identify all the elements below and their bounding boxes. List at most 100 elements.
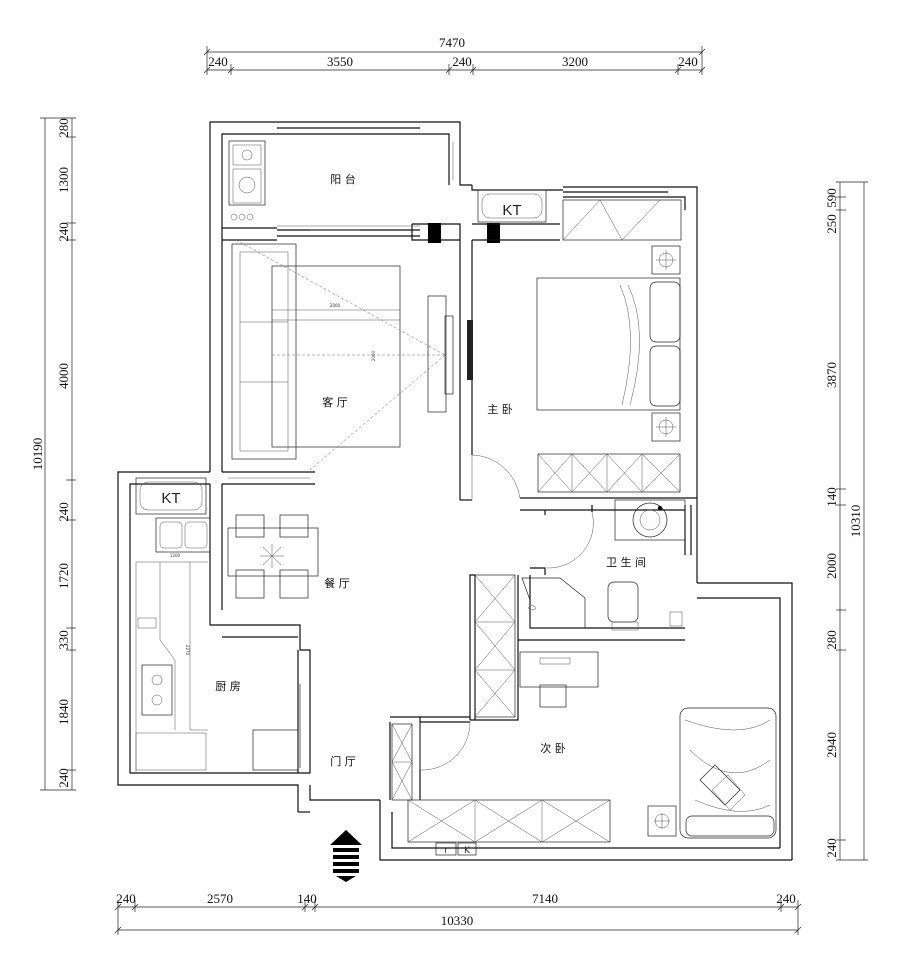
dining-area: 餐 厅 — [227, 514, 350, 599]
fridge — [252, 729, 299, 771]
fridge-r-label: r — [444, 846, 448, 856]
kitchen: KT 1200 2270 厨 房 — [135, 477, 301, 773]
right-total-dim: 10310 — [848, 505, 863, 538]
left-dim: 1720 — [56, 563, 71, 589]
pillow — [685, 815, 775, 837]
nightstand — [651, 245, 681, 275]
nightstand — [651, 412, 681, 442]
bed — [536, 277, 681, 411]
bottom-dim: 240 — [776, 891, 796, 906]
dining-table — [227, 527, 319, 577]
ac-unit — [135, 477, 207, 515]
second-bedroom: r K 次 卧 — [407, 574, 777, 856]
master-bedroom: KT 主 卧 — [467, 189, 682, 500]
left-dim: 4000 — [56, 363, 71, 389]
room-label-master: 主 卧 — [487, 403, 513, 416]
right-dim: 2940 — [824, 732, 839, 758]
tv — [444, 315, 454, 395]
room-label-kitchen: 厨 房 — [215, 680, 241, 693]
centerpiece — [260, 544, 284, 568]
right-dimensions: 590 250 3870 140 2000 280 2940 240 10310 — [824, 181, 868, 861]
rug-width-label: 2000 — [330, 303, 341, 308]
room-label-second: 次 卧 — [540, 741, 566, 755]
rug-height-label: 2000 — [371, 350, 376, 361]
room-label-dining: 餐 厅 — [324, 576, 350, 590]
chair — [235, 514, 265, 538]
shower — [521, 577, 586, 629]
right-dim: 240 — [824, 838, 839, 858]
right-dim: 3870 — [824, 362, 839, 388]
bottom-total-dim: 10330 — [441, 913, 474, 928]
room-label-bathroom: 卫 生 间 — [606, 555, 646, 569]
top-dim: 240 — [678, 54, 698, 69]
entrance-arrow-icon — [330, 830, 362, 882]
sink-size-label: 1200 — [170, 553, 181, 558]
top-total-dim: 7470 — [439, 35, 465, 50]
top-dim: 3550 — [327, 54, 353, 69]
bottom-dimensions: 240 2570 140 7140 240 10330 — [114, 891, 802, 935]
nightstand — [647, 805, 677, 837]
fridge-tag — [435, 842, 457, 856]
living-room: 2000 2000 客 厅 — [231, 239, 454, 471]
left-total-dim: 10190 — [30, 438, 45, 471]
left-dim: 280 — [56, 118, 71, 138]
fridge-tag — [457, 842, 477, 856]
rug — [271, 265, 401, 448]
top-dimensions: 7470 240 3550 240 3200 240 — [203, 35, 706, 75]
wardrobe — [407, 799, 611, 843]
exterior-walls — [117, 121, 793, 861]
interior-walls — [209, 223, 697, 800]
wardrobe-top — [562, 199, 682, 241]
ac-label: KT — [161, 490, 180, 507]
cushion — [699, 764, 741, 806]
bottom-dim: 7140 — [532, 891, 558, 906]
right-dim: 280 — [824, 630, 839, 650]
left-dim: 1300 — [56, 167, 71, 193]
bed — [679, 707, 777, 839]
left-dim: 330 — [56, 630, 71, 650]
counter-length-label: 2270 — [185, 645, 190, 656]
left-dim: 240 — [56, 502, 71, 522]
bottom-dim: 140 — [297, 891, 317, 906]
wardrobe — [537, 453, 681, 493]
vanity — [614, 499, 686, 541]
top-dim: 240 — [208, 54, 228, 69]
entry: 门 厅 — [330, 721, 471, 882]
chair — [279, 569, 309, 599]
room-label-entry: 门 厅 — [330, 754, 356, 768]
right-dim: 590 — [824, 188, 839, 208]
wardrobe — [474, 574, 516, 718]
stove — [141, 664, 173, 716]
left-dimensions: 10190 280 1300 240 4000 240 1720 330 184… — [30, 117, 76, 791]
right-dim: 2000 — [824, 553, 839, 579]
toilet — [607, 581, 639, 623]
left-dim: 240 — [56, 222, 71, 242]
desk — [519, 651, 599, 688]
chair — [235, 569, 265, 599]
pillow — [649, 281, 681, 343]
room-label-balcony: 阳 台 — [330, 172, 356, 186]
room-label-living: 客 厅 — [322, 395, 348, 409]
tv-cabinet — [427, 295, 447, 413]
left-dim: 1840 — [56, 699, 71, 725]
top-dim: 240 — [452, 54, 472, 69]
sink — [155, 517, 211, 553]
desk-chair — [539, 684, 567, 708]
sofa — [231, 243, 297, 460]
fridge-k-label: K — [464, 846, 471, 856]
balcony: 阳 台 — [228, 140, 454, 231]
column — [428, 223, 441, 243]
bottom-dim: 2570 — [207, 891, 233, 906]
left-dim: 240 — [56, 768, 71, 788]
bathroom: 卫 生 间 — [521, 499, 686, 631]
partition-glass — [467, 320, 473, 380]
pillow — [649, 345, 681, 407]
bottom-dim: 240 — [116, 891, 136, 906]
column — [487, 223, 500, 243]
right-dim: 140 — [824, 487, 839, 507]
top-dim: 3200 — [562, 54, 588, 69]
chair — [279, 514, 309, 538]
ac-unit — [477, 189, 547, 223]
washer — [228, 140, 266, 206]
